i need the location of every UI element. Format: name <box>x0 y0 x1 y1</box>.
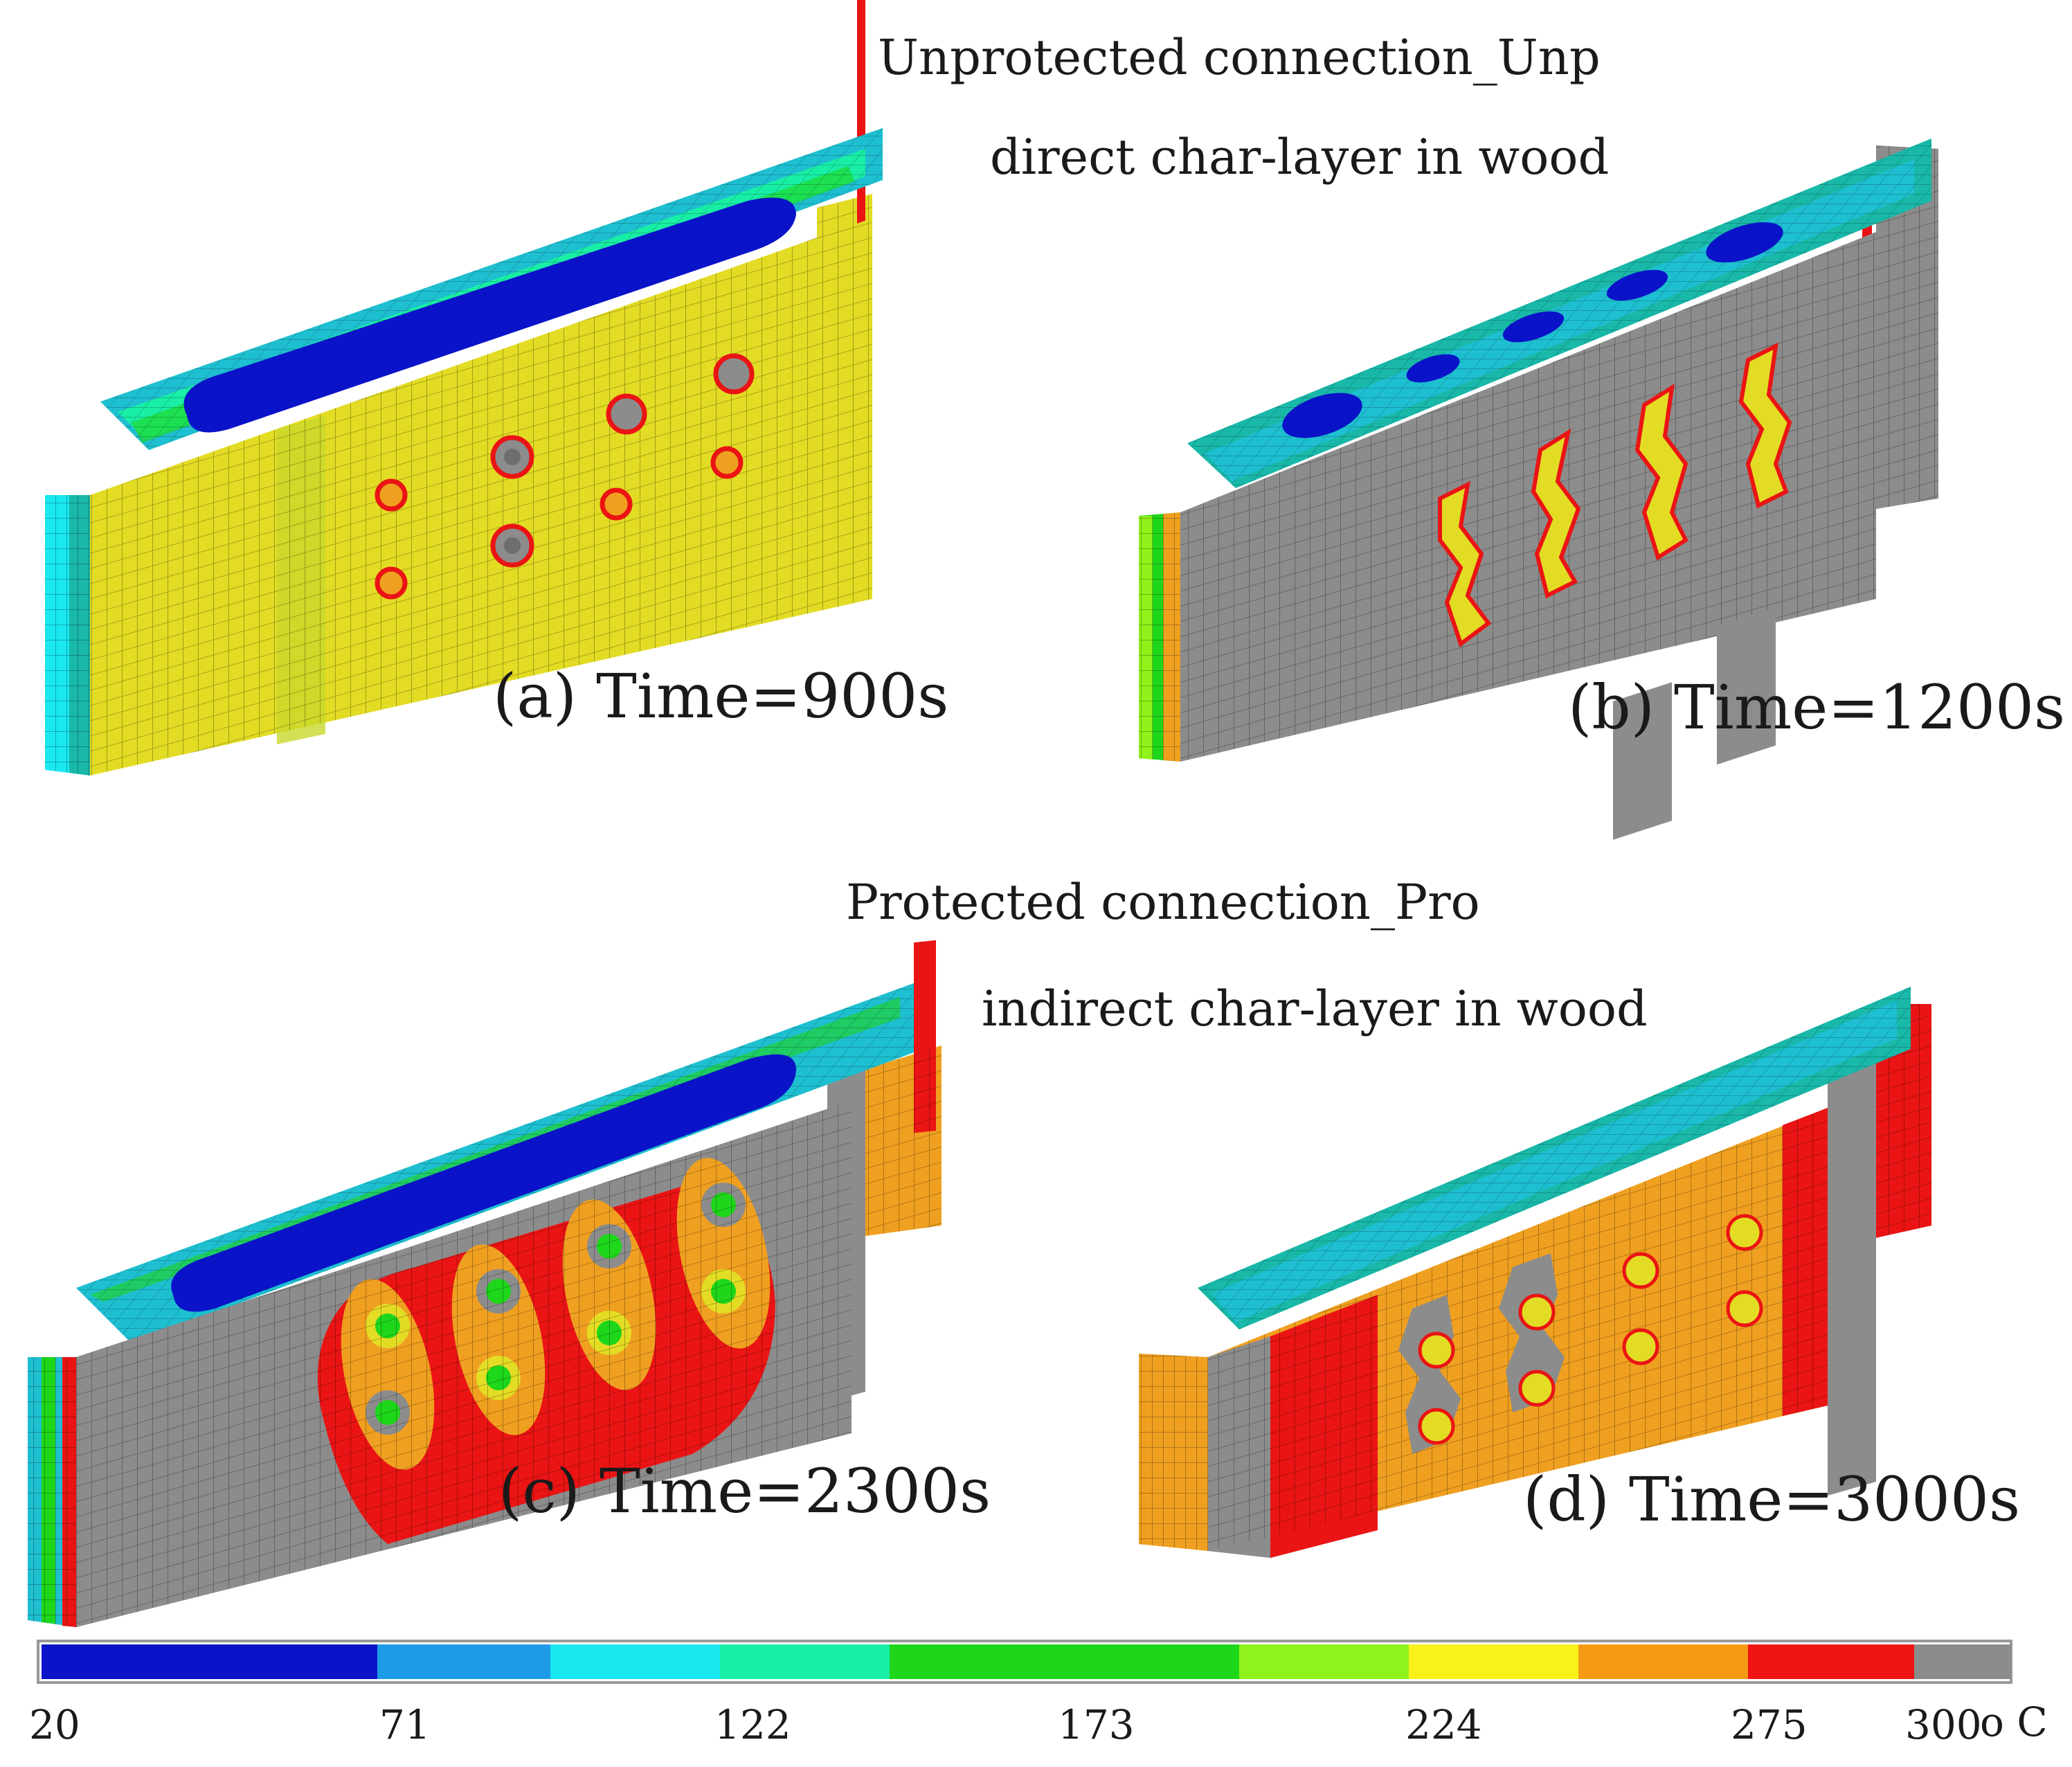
legend-tick-275: 275 <box>1731 1701 1808 1748</box>
caption-d-time: Time=3000s <box>1628 1464 2021 1535</box>
legend-swatch <box>42 1644 377 1679</box>
panel-b-model <box>1139 138 1938 762</box>
panel-c-cold-core <box>171 1054 796 1312</box>
legend-swatch <box>1409 1644 1578 1679</box>
panel-a-model <box>45 0 883 775</box>
panel-a-cold-core <box>183 197 796 433</box>
heading-protected-sub: indirect char-layer in wood <box>982 980 1648 1037</box>
legend-swatch <box>720 1644 890 1679</box>
legend-tick-122: 122 <box>714 1701 791 1748</box>
panel-a-red-strip <box>857 0 865 275</box>
caption-a-time: Time=900s <box>596 661 949 732</box>
panel-a-bolts <box>375 353 755 600</box>
legend-tick-300: 300 <box>1905 1701 1982 1748</box>
panel-d-model <box>1139 607 1931 1558</box>
caption-c: (c) Time=2300s <box>498 1461 991 1522</box>
caption-c-label: (c) <box>498 1455 580 1527</box>
legend-swatch <box>1578 1644 1748 1679</box>
heading-unprotected: Unprotected connection_Unp <box>878 29 1601 86</box>
legend-tick-224: 224 <box>1405 1701 1482 1748</box>
panel-d-bolts <box>1398 607 1776 1454</box>
caption-d: (d) Time=3000s <box>1523 1469 2020 1530</box>
heading-protected: Protected connection_Pro <box>846 874 1480 931</box>
legend-swatch <box>1748 1644 1914 1679</box>
legend-swatch <box>550 1644 720 1679</box>
panel-b-cold-spots <box>1282 222 1783 438</box>
caption-d-label: (d) <box>1523 1464 1610 1535</box>
temperature-legend-bar <box>37 1640 2012 1684</box>
legend-tick-20: 20 <box>29 1701 80 1748</box>
caption-b-time: Time=1200s <box>1673 672 2066 743</box>
legend-tick-173: 173 <box>1058 1701 1135 1748</box>
caption-b: (b) Time=1200s <box>1568 677 2065 738</box>
legend-swatch <box>377 1644 550 1679</box>
legend-swatch <box>1914 1644 2011 1679</box>
legend-tick-71: 71 <box>379 1701 431 1748</box>
panel-c-model <box>28 940 942 1627</box>
caption-a: (a) Time=900s <box>493 666 948 727</box>
legend-swatch <box>890 1644 1239 1679</box>
heading-unprotected-sub: direct char-layer in wood <box>990 129 1610 186</box>
caption-b-label: (b) <box>1568 672 1655 743</box>
legend-swatch <box>1239 1644 1409 1679</box>
caption-a-label: (a) <box>493 661 577 732</box>
legend-unit: o C <box>1980 1698 2048 1746</box>
panel-b-bolt-zones <box>1438 342 1792 647</box>
caption-c-time: Time=2300s <box>599 1455 991 1527</box>
